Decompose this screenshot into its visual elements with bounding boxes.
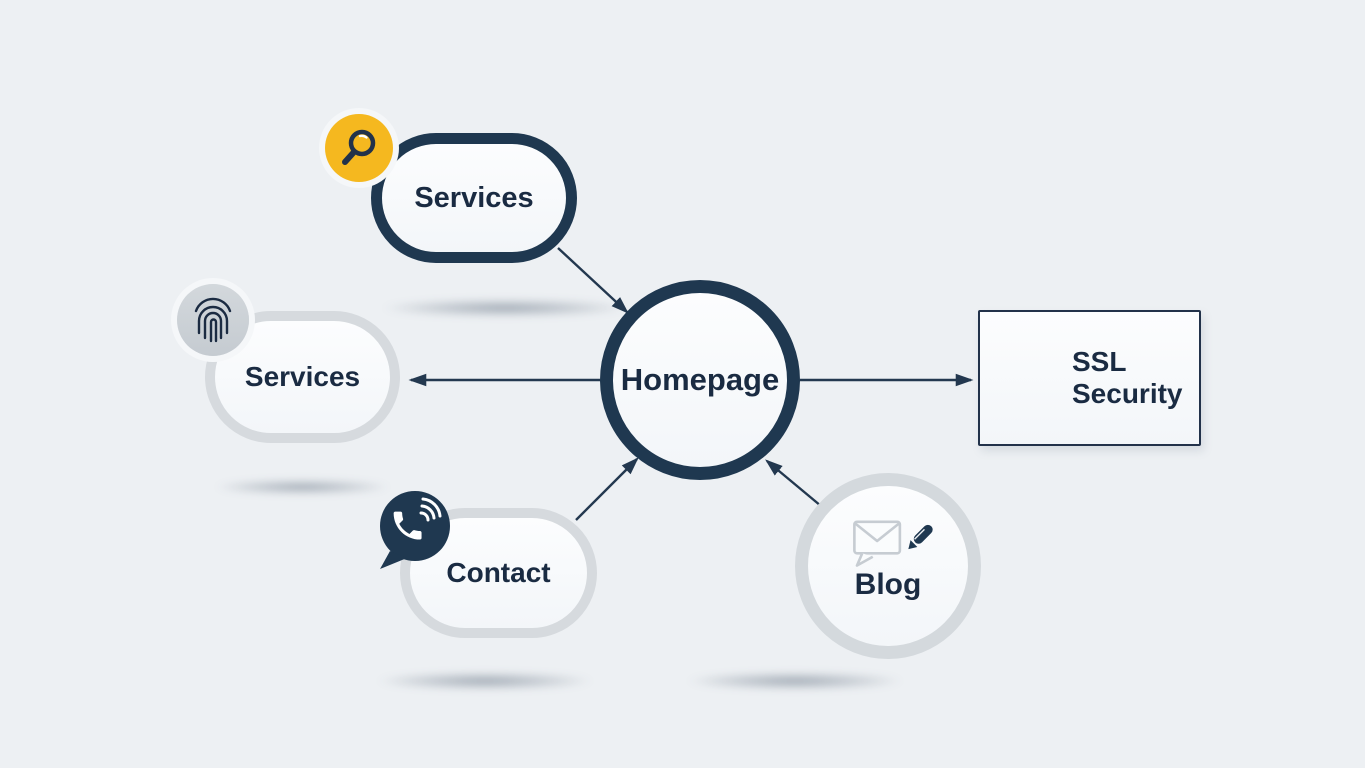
pen-glyph [908,524,933,550]
phone-icon [380,491,450,569]
magnifier-icon [342,129,376,165]
magnifier-badge [325,114,393,182]
contact-label: Contact [446,557,551,588]
node-services-top: Services [371,133,577,263]
ssl-label: SSL Security [1072,346,1183,409]
node-homepage: Homepage [600,280,800,480]
mail-pen-icon [853,520,933,567]
node-ssl-security: SSL Security [978,310,1201,446]
services-top-label: Services [414,181,534,214]
node-services-left: Services [205,311,400,443]
shadow-services-left [185,477,420,497]
edge-contact-to-homepage [575,457,639,521]
fingerprint-badge [177,284,249,356]
homepage-label: Homepage [620,362,780,397]
services-left-label: Services [244,361,361,392]
fingerprint-icon [194,297,232,343]
edge-blog-to-homepage [765,459,822,507]
shadow-contact [340,669,630,693]
blog-label: Blog [854,568,922,601]
shadow-blog [650,669,940,693]
edge-services-top-to-homepage [557,247,629,314]
